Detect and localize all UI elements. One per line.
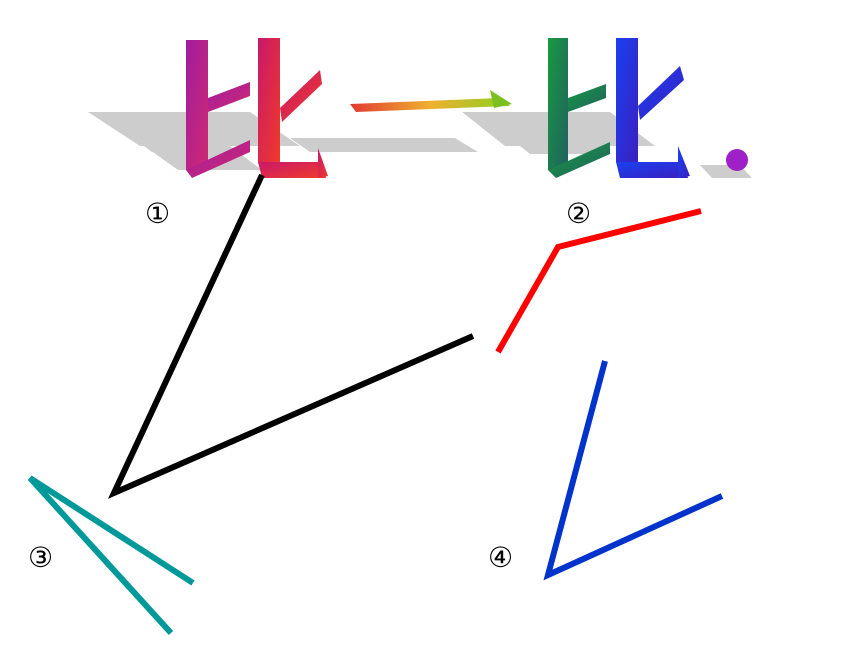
angle-4-rays	[543, 360, 724, 581]
angle-1-rays	[107, 173, 475, 499]
title-banner	[88, 38, 752, 178]
title-char-3	[548, 38, 690, 178]
label-angle-2: ②	[566, 197, 592, 230]
label-angle-1: ①	[145, 197, 171, 230]
title-char-1	[186, 38, 328, 178]
title-char-4	[726, 149, 748, 171]
label-angle-4: ④	[488, 541, 514, 574]
angle-2-rays	[495, 208, 702, 354]
label-angle-3: ③	[28, 541, 54, 574]
angle-3-rays	[27, 475, 195, 636]
title-char-2	[350, 90, 512, 112]
